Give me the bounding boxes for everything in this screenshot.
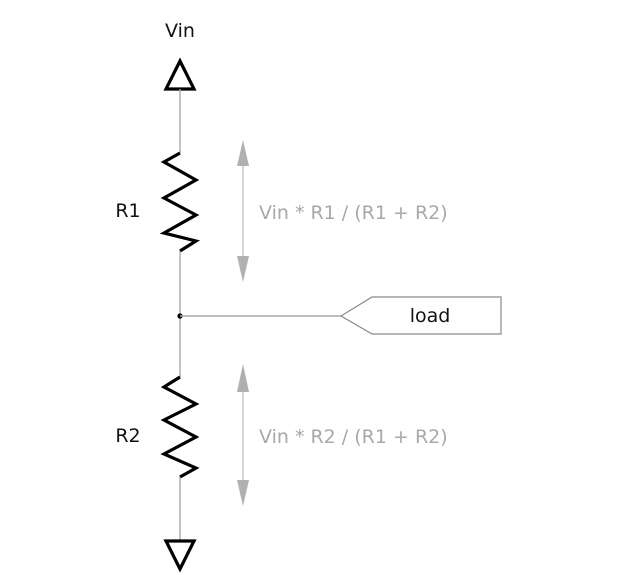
r2-label: R2: [115, 425, 140, 447]
load-label: load: [410, 305, 451, 327]
arrow-up-icon: [237, 364, 249, 392]
vin-supply-symbol: [163, 57, 197, 91]
r1-voltage-arrow: [237, 140, 249, 282]
arrow-down-icon: [237, 256, 249, 282]
r2-voltage-formula: Vin * R2 / (R1 + R2): [259, 426, 448, 448]
vin-label: Vin: [165, 20, 195, 42]
r1-label: R1: [115, 200, 140, 222]
r1-voltage-formula: Vin * R1 / (R1 + R2): [259, 202, 448, 224]
arrow-down-icon: [237, 480, 249, 506]
r1-resistor-symbol: [159, 151, 201, 253]
ground-symbol: [163, 539, 197, 573]
load-port-tag: [339, 296, 502, 335]
arrow-up-icon: [237, 140, 249, 166]
r2-resistor-symbol: [160, 375, 200, 479]
r2-voltage-arrow: [237, 364, 249, 506]
